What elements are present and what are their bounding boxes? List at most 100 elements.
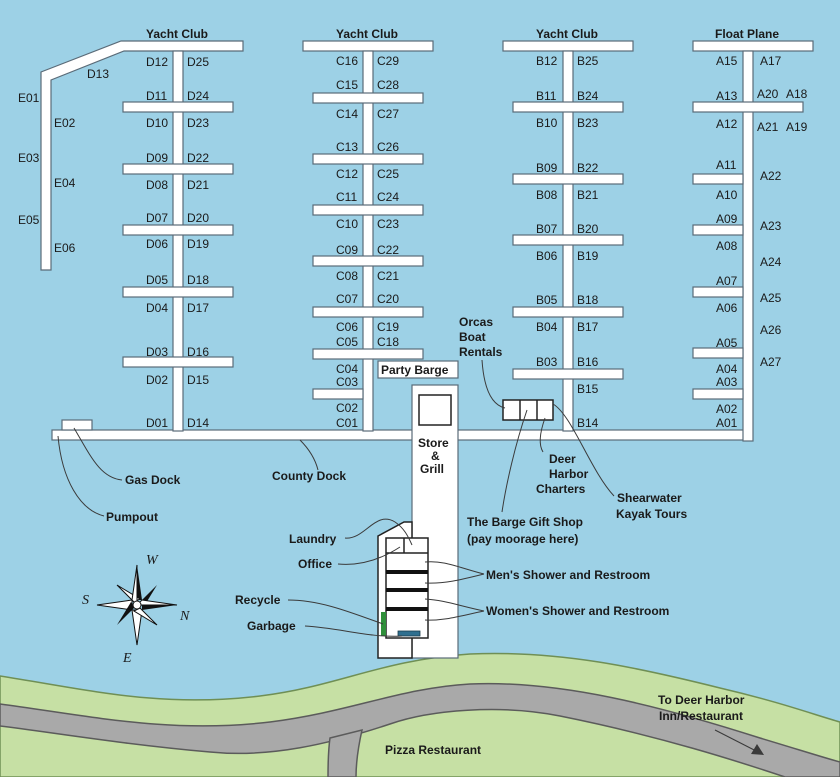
a-dock-finger (692, 173, 744, 185)
shearwater-label: Shearwater (617, 491, 682, 505)
e-dock (40, 40, 244, 271)
header-b-dock: Yacht Club (536, 27, 598, 41)
slip-label: C29 (377, 54, 399, 68)
d-dock-finger (122, 356, 234, 368)
slip-label: B07 (536, 222, 558, 236)
slip-label: B10 (536, 116, 558, 130)
slip-label: C24 (377, 190, 399, 204)
slip-label: C14 (336, 107, 358, 121)
orcas-leader (481, 359, 506, 409)
a-dock-finger (692, 101, 804, 113)
b-dock-finger (512, 306, 624, 318)
slip-label: B08 (536, 188, 558, 202)
mens-restroom-wall (386, 588, 428, 592)
d-dock-finger (122, 286, 234, 298)
deer-harbor-leader (539, 417, 546, 453)
slip-label: C01 (336, 416, 358, 430)
slip-label: C12 (336, 167, 358, 181)
compass-s: S (82, 593, 89, 608)
slip-label: A10 (716, 188, 738, 202)
slip-label: A18 (786, 87, 808, 101)
pumpout-leader (57, 435, 105, 517)
slip-label: A06 (716, 301, 738, 315)
inn-direction-arrowhead (751, 744, 764, 755)
store-grill-building (418, 394, 452, 426)
slip-label: D17 (187, 301, 209, 315)
slip-label: D05 (146, 273, 168, 287)
slip-label: B12 (536, 54, 558, 68)
slip-label: C27 (377, 107, 399, 121)
slip-label: D06 (146, 237, 168, 251)
slip-label: C10 (336, 217, 358, 231)
slip-label: D18 (187, 273, 209, 287)
slip-label: B15 (577, 382, 599, 396)
d-dock-spine (172, 50, 184, 432)
womens-restroom-wall (386, 607, 428, 611)
c-dock-finger (312, 153, 424, 165)
slip-label: C23 (377, 217, 399, 231)
slip-label: C15 (336, 78, 358, 92)
womens-leader (424, 598, 485, 612)
gift-shop-label: The Barge Gift Shop (467, 515, 583, 529)
c-dock-finger (312, 348, 424, 360)
slip-label: B18 (577, 293, 599, 307)
party-barge (377, 360, 459, 379)
slip-label: C09 (336, 243, 358, 257)
slip-label: B14 (577, 416, 599, 430)
d-dock-finger (122, 163, 234, 175)
shearwater-label: Kayak Tours (616, 507, 687, 521)
slip-label: A07 (716, 274, 738, 288)
slip-label: D09 (146, 151, 168, 165)
slip-label: C07 (336, 292, 358, 306)
slip-label: C06 (336, 320, 358, 334)
gift-shop-leader (501, 409, 528, 513)
slip-label: A15 (716, 54, 738, 68)
laundry-leader (344, 518, 413, 546)
slip-label: E06 (54, 241, 76, 255)
c-dock-finger (312, 306, 424, 318)
slip-label: D03 (146, 345, 168, 359)
slip-label: A25 (760, 291, 782, 305)
header-a-dock: Float Plane (715, 27, 779, 41)
slip-label: D02 (146, 373, 168, 387)
county-dock-walkway (51, 429, 753, 441)
c-dock-finger (312, 92, 424, 104)
b-dock-finger (512, 101, 624, 113)
slip-label: A02 (716, 402, 738, 416)
header-c-dock: Yacht Club (336, 27, 398, 41)
slip-label: B09 (536, 161, 558, 175)
slip-label: B04 (536, 320, 558, 334)
main-road (0, 682, 840, 777)
slip-label: A19 (786, 120, 808, 134)
compass-w: W (146, 553, 159, 568)
slip-label: C04 (336, 362, 358, 376)
a-dock-spine (742, 50, 754, 442)
inn-label: Inn/Restaurant (659, 709, 743, 723)
slip-label: B21 (577, 188, 599, 202)
gift-shop-cluster (502, 399, 554, 421)
shearwater-leader (552, 403, 615, 497)
slip-label: D16 (187, 345, 209, 359)
slip-label: B20 (577, 222, 599, 236)
laundry-label: Laundry (289, 532, 337, 546)
slip-label: B23 (577, 116, 599, 130)
slip-label: D21 (187, 178, 209, 192)
slip-label: A17 (760, 54, 782, 68)
county-dock-label: County Dock (272, 469, 346, 483)
office-leader (337, 546, 401, 565)
a-dock-finger (692, 224, 744, 236)
slip-label: D22 (187, 151, 209, 165)
slip-label: A13 (716, 89, 738, 103)
gas-dock-leader (73, 427, 123, 481)
slip-label: D13 (87, 67, 109, 81)
garbage-leader (304, 625, 403, 637)
slip-label: A26 (760, 323, 782, 337)
slip-label: A05 (716, 336, 738, 350)
c-dock-finger (312, 255, 424, 267)
mens-leader (424, 561, 485, 575)
deer-harbor-label: Deer (549, 452, 576, 466)
slip-label: D01 (146, 416, 168, 430)
slip-label: D23 (187, 116, 209, 130)
slip-label: D19 (187, 237, 209, 251)
